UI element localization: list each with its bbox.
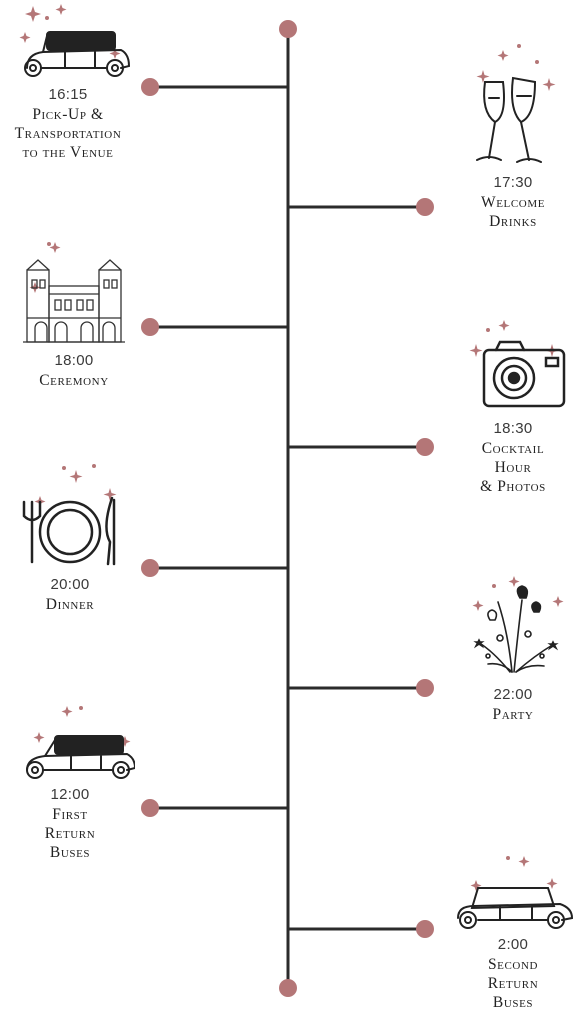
event-title: Party xyxy=(492,706,534,723)
event-title: Second Return Buses xyxy=(487,956,539,1011)
event-title: First Return Buses xyxy=(44,806,96,861)
camera-icon xyxy=(469,320,566,408)
timeline-node xyxy=(416,679,434,697)
event-title: Welcome Drinks xyxy=(480,194,546,230)
event-time: 18:30 xyxy=(493,420,533,437)
event-title: Ceremony xyxy=(39,372,109,389)
timeline-node xyxy=(141,559,159,577)
event-time: 2:00 xyxy=(497,936,529,953)
venue-building-icon xyxy=(23,242,125,343)
timeline-node-bottom xyxy=(279,979,297,997)
event-welcome-drinks: 17:30 Welcome Drinks xyxy=(433,42,579,231)
timeline-node xyxy=(141,78,159,96)
event-ceremony: 18:00 Ceremony xyxy=(0,238,154,390)
plate-cutlery-icon xyxy=(22,464,117,566)
timeline-node xyxy=(141,799,159,817)
timeline-node xyxy=(416,920,434,938)
event-first-return-buses: 12:00 First Return Buses xyxy=(0,702,150,862)
event-cocktail-hour: 18:30 Cocktail Hour & Photos xyxy=(433,316,579,496)
event-title: Dinner xyxy=(45,596,95,613)
timeline-node xyxy=(416,198,434,216)
event-pickup: 16:15 Pick-Up & Transportation to the Ve… xyxy=(0,2,148,162)
timeline-node xyxy=(416,438,434,456)
event-time: 16:15 xyxy=(48,86,88,103)
event-time: 17:30 xyxy=(493,174,533,191)
event-second-return-buses: 2:00 Second Return Buses xyxy=(438,852,579,1012)
event-dinner: 20:00 Dinner xyxy=(0,462,150,614)
event-party: 22:00 Party xyxy=(433,572,579,724)
vintage-car-icon xyxy=(457,856,574,929)
event-time: 18:00 xyxy=(54,352,94,369)
vintage-car-icon xyxy=(26,706,135,779)
vintage-car-icon xyxy=(19,4,131,77)
champagne-glasses-icon xyxy=(476,44,556,163)
event-title: Pick-Up & Transportation to the Venue xyxy=(14,106,122,161)
event-time: 20:00 xyxy=(50,576,90,593)
fireworks-icon xyxy=(472,576,564,673)
event-title: Cocktail Hour & Photos xyxy=(480,440,546,495)
event-time: 22:00 xyxy=(493,686,533,703)
timeline-node xyxy=(141,318,159,336)
event-time: 12:00 xyxy=(50,786,90,803)
timeline-node-top xyxy=(279,20,297,38)
